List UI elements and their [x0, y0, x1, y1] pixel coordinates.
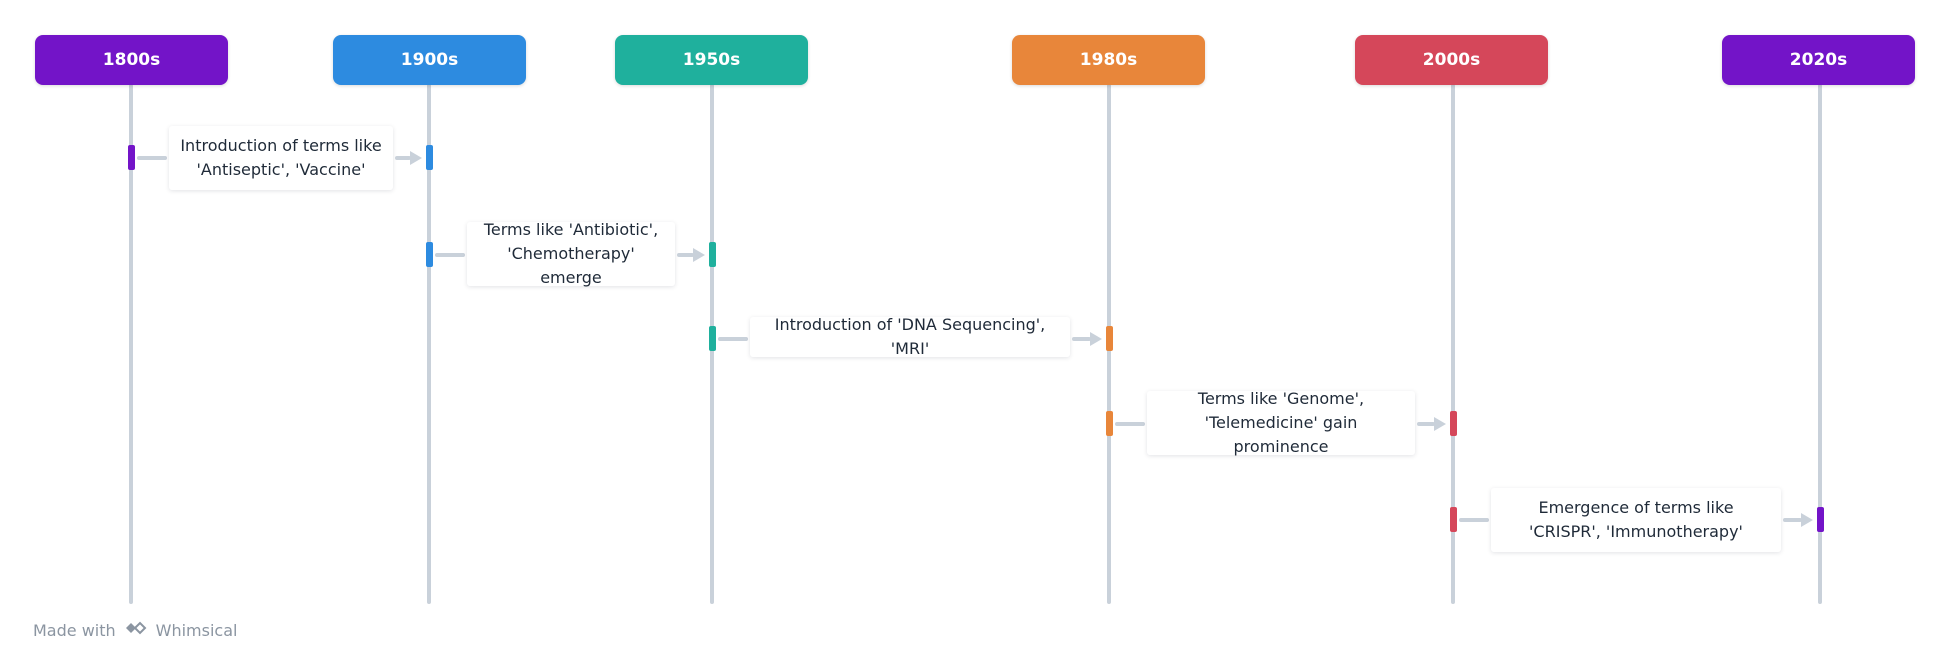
activation-bar	[1106, 411, 1113, 436]
message-connector	[137, 156, 167, 160]
message-connector	[1072, 337, 1091, 341]
arrowhead	[410, 151, 422, 165]
lifeline-1800s	[129, 84, 133, 604]
arrowhead	[1434, 417, 1446, 431]
message-box-3[interactable]: Introduction of 'DNA Sequencing', 'MRI'	[750, 315, 1070, 358]
message-connector	[718, 337, 748, 341]
message-connector	[1417, 422, 1435, 426]
message-connector	[435, 253, 465, 257]
arrowhead	[693, 248, 705, 262]
activation-bar	[1450, 507, 1457, 532]
lifeline-1900s	[427, 84, 431, 604]
activation-bar	[426, 242, 433, 267]
made-with-footer[interactable]: Made with Whimsical	[33, 620, 237, 640]
activation-bar	[1450, 411, 1457, 436]
message-box-5[interactable]: Emergence of terms like 'CRISPR', 'Immun…	[1491, 488, 1781, 552]
lane-header-1900s[interactable]: 1900s	[333, 35, 526, 85]
whimsical-logo-icon	[124, 620, 148, 640]
lane-header-1980s[interactable]: 1980s	[1012, 35, 1205, 85]
lane-header-2000s[interactable]: 2000s	[1355, 35, 1548, 85]
message-box-1[interactable]: Introduction of terms like 'Antiseptic',…	[169, 126, 393, 190]
message-connector	[395, 156, 411, 160]
message-connector	[1783, 518, 1802, 522]
message-box-2[interactable]: Terms like 'Antibiotic', 'Chemotherapy' …	[467, 220, 675, 287]
message-box-4[interactable]: Terms like 'Genome', 'Telemedicine' gain…	[1147, 389, 1415, 456]
lane-header-1950s[interactable]: 1950s	[615, 35, 808, 85]
lane-header-2020s[interactable]: 2020s	[1722, 35, 1915, 85]
message-connector	[1459, 518, 1489, 522]
lane-header-1800s[interactable]: 1800s	[35, 35, 228, 85]
activation-bar	[709, 242, 716, 267]
activation-bar	[1817, 507, 1824, 532]
activation-bar	[1106, 326, 1113, 351]
arrowhead	[1801, 513, 1813, 527]
arrowhead	[1090, 332, 1102, 346]
lifeline-2000s	[1451, 84, 1455, 604]
lifeline-2020s	[1818, 84, 1822, 604]
made-with-label: Made with	[33, 620, 116, 640]
activation-bar	[128, 145, 135, 170]
activation-bar	[709, 326, 716, 351]
message-connector	[677, 253, 694, 257]
activation-bar	[426, 145, 433, 170]
message-connector	[1115, 422, 1145, 426]
whimsical-brand: Whimsical	[155, 620, 238, 640]
